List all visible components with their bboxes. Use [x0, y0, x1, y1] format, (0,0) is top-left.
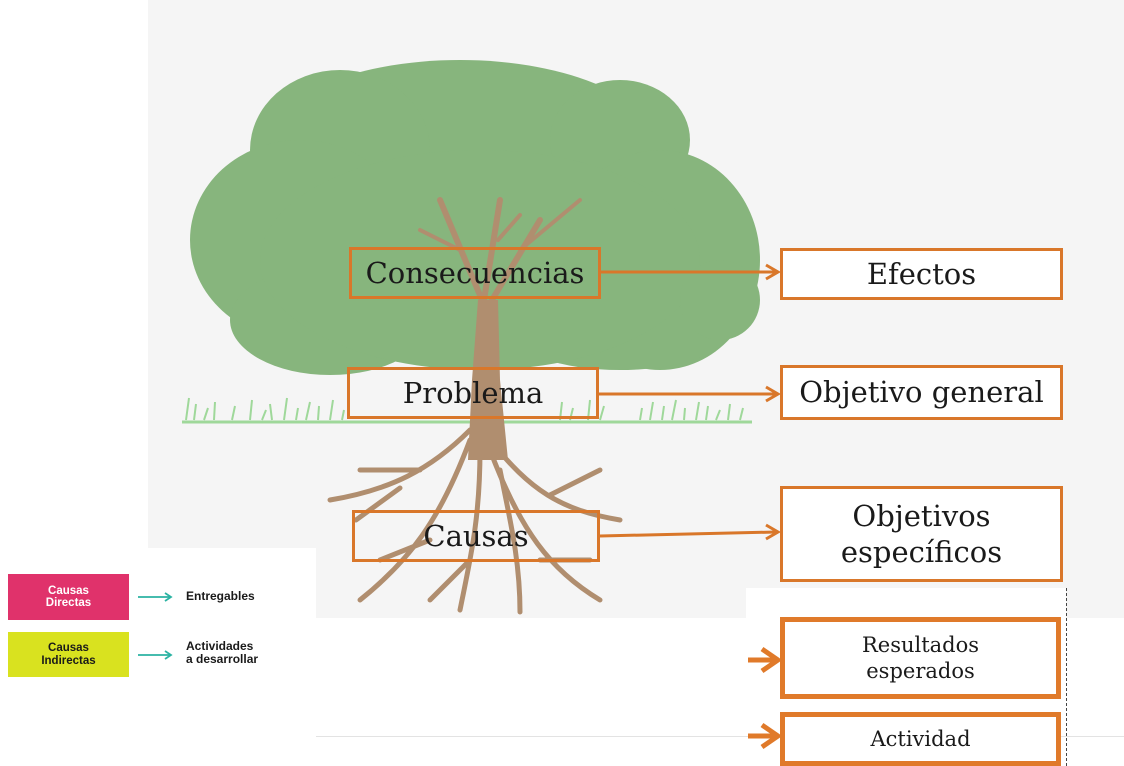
direct-causes-line2: Directas — [45, 597, 92, 609]
expected-results-line1: Resultados — [861, 632, 980, 657]
problem-box: Problema — [347, 367, 599, 419]
direct-causes-line1: Causas — [48, 584, 89, 597]
separator-line — [316, 736, 1124, 737]
indirect-causes-line1: Causas — [48, 642, 89, 655]
consequences-box: Consecuencias — [349, 247, 601, 299]
causes-box: Causas — [352, 510, 600, 562]
effects-box: Efectos — [780, 248, 1063, 300]
indirect-causes-line2: Indirectas — [41, 654, 96, 667]
specific-objectives-line1: Objetivos — [852, 498, 991, 533]
tree-canopy — [190, 60, 760, 375]
indirect-causes-badge: Causas Indirectas — [8, 632, 129, 677]
effects-label: Efectos — [866, 256, 977, 291]
expected-results-line2: esperados — [866, 659, 975, 683]
indirect-target-line1: Actividades — [186, 639, 254, 653]
specific-objectives-line2: específicos — [840, 535, 1003, 569]
grass-strip — [182, 397, 752, 424]
general-objective-box: Objetivo general — [780, 365, 1063, 420]
direct-target-label: Entregables — [186, 589, 255, 603]
direct-causes-badge: Causas Directas — [8, 574, 129, 620]
expected-results-box: Resultados esperados — [780, 617, 1061, 699]
activity-label: Actividad — [870, 726, 971, 751]
general-objective-label: Objetivo general — [799, 375, 1044, 410]
tree-trunk — [418, 197, 582, 460]
indirect-target-line2: a desarrollar — [186, 652, 259, 667]
indirect-target-label: Actividades a desarrollar — [186, 639, 259, 667]
causes-label: Causas — [423, 518, 529, 553]
connector-arrows — [598, 263, 781, 541]
dotted-guide-line — [1066, 588, 1067, 766]
consequences-label: Consecuencias — [365, 255, 585, 290]
problem-label: Problema — [402, 375, 544, 410]
tree-roots — [327, 427, 623, 615]
activity-box: Actividad — [780, 712, 1061, 766]
specific-objectives-box: Objetivos específicos — [780, 486, 1063, 582]
